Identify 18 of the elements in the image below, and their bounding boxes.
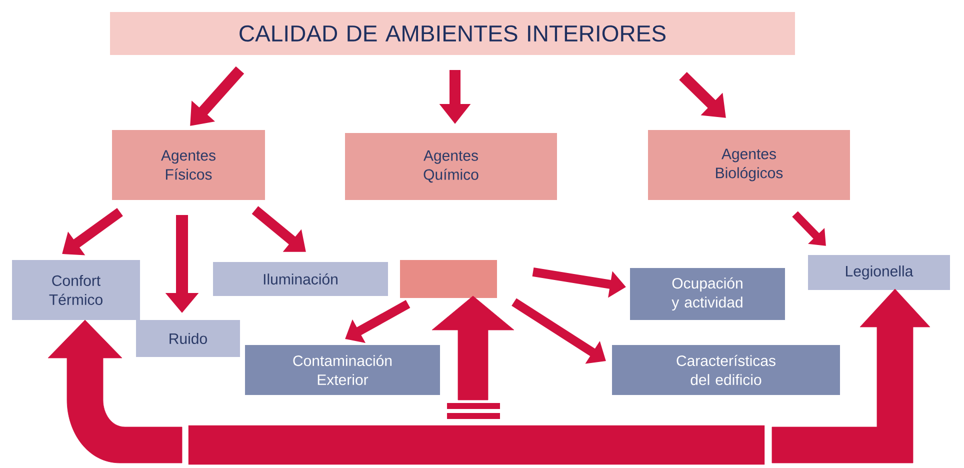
agent-box: Agentes Físicos xyxy=(112,130,265,200)
arrow xyxy=(679,72,726,118)
factor-box: Confort Térmico xyxy=(12,260,140,320)
flow-band xyxy=(188,424,766,466)
factor-box: Legionella xyxy=(808,255,950,290)
factor-box: Contaminación Exterior xyxy=(245,344,440,395)
agent-box: Agentes Químico xyxy=(345,133,557,200)
factor-box: Ruido xyxy=(136,320,240,357)
arrow xyxy=(772,288,930,464)
factor-box: Ocupación y actividad xyxy=(630,268,785,320)
arrow xyxy=(792,211,826,246)
factor-box: Características del edificio xyxy=(612,344,840,395)
arrow xyxy=(432,296,514,400)
agent-box: Agentes Biológicos xyxy=(648,130,850,200)
arrow xyxy=(48,320,182,464)
title-box: CALIDAD DE AMBIENTES INTERIORES xyxy=(110,12,795,55)
factor-box: Iluminación xyxy=(213,262,388,296)
empty-box xyxy=(400,260,497,298)
